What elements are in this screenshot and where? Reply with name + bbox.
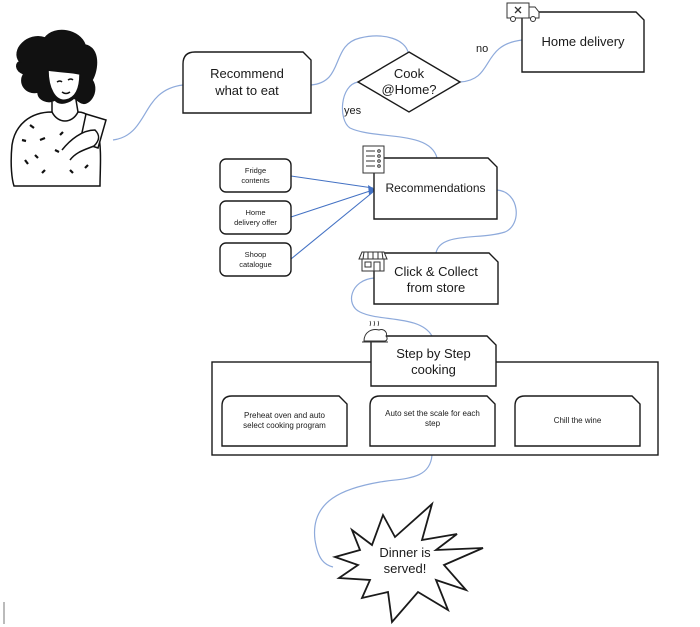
recommend-label: Recommend what to eat xyxy=(183,52,311,113)
dinner-starburst xyxy=(331,501,484,625)
connector-recommend-decision xyxy=(310,35,409,86)
arrow-catalogue xyxy=(290,191,374,260)
input-catalogue-line2: catalogue xyxy=(239,259,272,269)
decision-label-line2: @Home? xyxy=(381,82,437,97)
input-arrows xyxy=(290,175,374,260)
recommend-label-line2: what to eat xyxy=(215,82,279,98)
step-label-2: Auto set the scale for each step xyxy=(370,394,495,444)
connector-decision-homedelivery xyxy=(459,39,523,83)
decision-label: Cook @Home? xyxy=(358,54,460,110)
dinner-line1: Dinner is xyxy=(379,544,431,560)
step-cooking-line2: cooking xyxy=(411,362,456,377)
recommendations-text: Recommendations xyxy=(385,181,486,195)
arrow-delivery-offer xyxy=(290,189,374,218)
step-1-line1: Preheat oven and auto xyxy=(244,411,325,420)
arrowhead xyxy=(368,185,376,195)
edge-label-no: no xyxy=(476,43,489,55)
edge-label-yes: yes xyxy=(344,105,362,117)
recommendations-box xyxy=(373,157,498,220)
roast-chicken-icon xyxy=(362,320,388,343)
step-box-2 xyxy=(369,395,496,447)
storefront-icon xyxy=(358,251,388,272)
home-delivery-box xyxy=(521,11,645,73)
input-fridge-line1: Fridge xyxy=(244,166,267,176)
checklist-icon xyxy=(362,145,385,174)
decision-label-line1: Cook xyxy=(393,65,425,81)
input-label-fridge: Fridge contents xyxy=(220,159,291,192)
step-1-line2: select cooking program xyxy=(243,421,326,430)
person-illustration xyxy=(10,29,107,187)
step-box-1 xyxy=(221,395,348,447)
decision-diamond xyxy=(356,51,462,113)
click-collect-label: Click & Collect from store xyxy=(374,256,498,304)
step-label-1: Preheat oven and auto select cooking pro… xyxy=(222,396,347,446)
input-fridge-line2: contents xyxy=(241,175,270,185)
input-box-catalogue xyxy=(219,242,292,277)
dinner-line2: served! xyxy=(383,561,427,576)
click-collect-box xyxy=(373,252,499,305)
click-collect-line2: from store xyxy=(406,280,466,295)
connectors xyxy=(112,35,523,568)
recommendations-label: Recommendations xyxy=(374,158,497,219)
delivery-truck-icon xyxy=(506,2,540,22)
input-box-fridge xyxy=(219,158,292,193)
step-box-3 xyxy=(514,395,641,447)
recommend-box xyxy=(182,51,312,114)
step-2-line2: step xyxy=(424,419,441,428)
input-label-delivery-offer: Home delivery offer xyxy=(220,201,291,234)
input-label-catalogue: Shoop catalogue xyxy=(220,243,291,276)
step-cooking-box xyxy=(370,335,497,387)
click-collect-line1: Click & Collect xyxy=(394,263,478,279)
connector-recommendations-clickcollect xyxy=(435,189,517,254)
step-3-line1: Chill the wine xyxy=(553,416,602,425)
connector-person-recommend xyxy=(112,84,184,141)
input-box-delivery-offer xyxy=(219,200,292,235)
input-catalogue-line1: Shoop xyxy=(244,250,267,260)
step-2-line1: Auto set the scale for each xyxy=(385,409,480,418)
home-delivery-label: Home delivery xyxy=(522,12,644,72)
home-delivery-text: Home delivery xyxy=(541,33,625,49)
connector-clickcollect-cooking xyxy=(351,277,433,337)
input-delivery-line2: delivery offer xyxy=(234,217,277,227)
dinner-label: Dinner is served! xyxy=(360,540,450,582)
recommend-label-line1: Recommend xyxy=(210,66,284,82)
step-cooking-label: Step by Step cooking xyxy=(371,338,496,386)
connector-decision-recommendations xyxy=(341,81,438,159)
step-cooking-line1: Step by Step xyxy=(396,345,471,361)
shapes xyxy=(182,11,659,625)
arrow-fridge xyxy=(290,175,374,189)
step-label-3: Chill the wine xyxy=(515,396,640,446)
connector-cooking-dinner xyxy=(313,454,433,568)
input-delivery-line1: Home xyxy=(245,208,266,218)
